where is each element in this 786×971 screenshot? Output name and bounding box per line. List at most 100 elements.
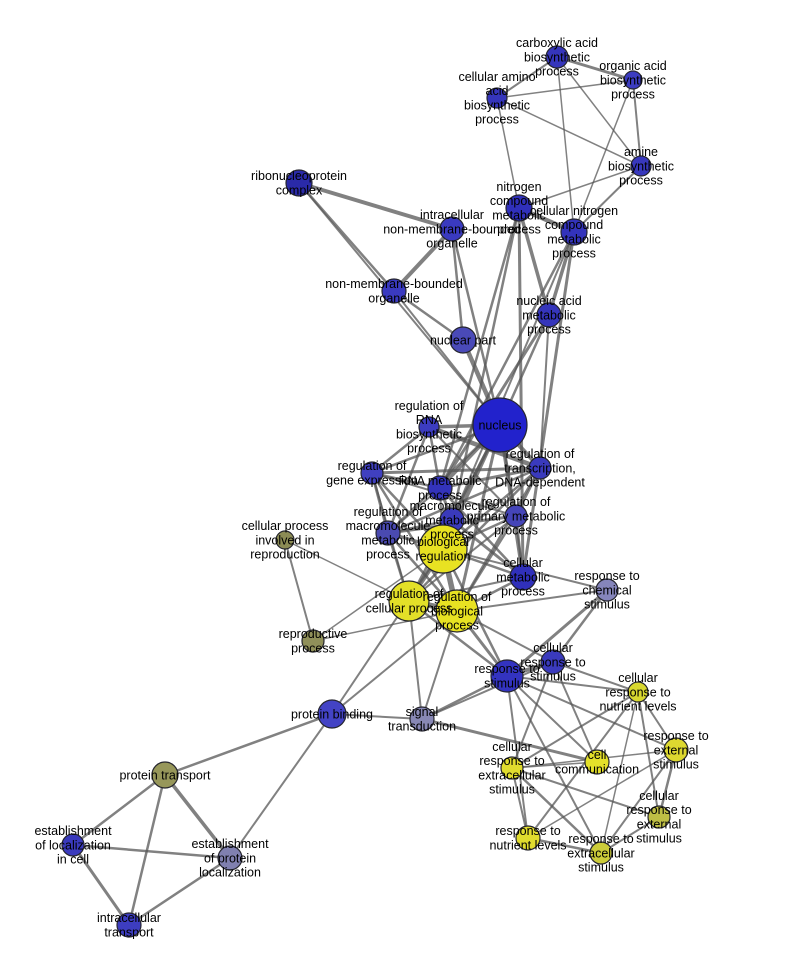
node-cellprocrep[interactable]: [275, 530, 295, 550]
graph-edge: [312, 548, 444, 642]
graph-edge: [496, 97, 642, 167]
graph-edge: [511, 661, 554, 769]
graph-edge: [127, 856, 232, 927]
graph-edge: [511, 767, 660, 818]
node-regprim[interactable]: [504, 504, 528, 528]
node-amine[interactable]: [630, 155, 652, 177]
node-respextra[interactable]: [589, 841, 613, 865]
graph-edge: [632, 79, 642, 167]
graph-edge: [312, 610, 458, 642]
graph-edge: [511, 761, 598, 769]
node-cellcomm[interactable]: [584, 749, 610, 775]
node-intraorg[interactable]: [439, 216, 465, 242]
graph-edge: [547, 230, 576, 317]
graph-edge: [331, 548, 444, 715]
node-sigtrans[interactable]: [409, 706, 435, 732]
node-intratrans[interactable]: [116, 912, 142, 938]
graph-edge: [297, 181, 454, 231]
node-carb[interactable]: [545, 45, 569, 69]
node-regcellproc[interactable]: [388, 580, 430, 622]
graph-edge: [555, 55, 635, 82]
node-nucleus[interactable]: [472, 397, 528, 453]
graph-edge: [284, 539, 410, 602]
node-reprod[interactable]: [301, 629, 325, 653]
graph-edge: [506, 675, 529, 839]
graph-edge: [539, 314, 550, 469]
graph-edge: [71, 843, 131, 927]
node-reggene[interactable]: [360, 461, 384, 485]
node-respext[interactable]: [663, 737, 689, 763]
node-estprotloc[interactable]: [217, 845, 243, 871]
graph-edge: [551, 588, 609, 664]
node-respnut[interactable]: [515, 825, 541, 851]
graph-edge: [451, 231, 575, 521]
graph-edge: [450, 227, 465, 342]
graph-edge: [450, 518, 525, 579]
graph-edge: [163, 773, 232, 860]
node-cellrespnut[interactable]: [627, 681, 649, 703]
graph-edge: [450, 227, 502, 427]
graph-edge: [438, 230, 576, 490]
graph-edge: [298, 182, 501, 426]
graph-edge: [511, 691, 639, 769]
node-estloc[interactable]: [61, 833, 85, 857]
node-respchem[interactable]: [595, 578, 619, 602]
node-rnamet[interactable]: [427, 475, 453, 501]
graph-edge: [420, 717, 599, 764]
node-cellmet[interactable]: [509, 563, 537, 591]
graph-edge: [506, 675, 598, 763]
graph-edge: [438, 466, 542, 490]
graph-edge: [527, 749, 677, 839]
node-cellrespext[interactable]: [647, 805, 671, 829]
node-regtxn[interactable]: [528, 456, 552, 480]
nodes-layer: [61, 45, 689, 938]
graph-edge: [556, 56, 642, 167]
graph-edge: [163, 712, 334, 777]
node-regmacro[interactable]: [375, 520, 401, 546]
node-bioreg[interactable]: [418, 524, 468, 574]
graph-edge: [573, 165, 642, 233]
node-nucacid[interactable]: [536, 302, 562, 328]
graph-edge: [331, 610, 458, 715]
graph-edge: [552, 661, 639, 693]
graph-edge: [518, 165, 642, 209]
graph-edge: [284, 539, 314, 642]
node-prottrans[interactable]: [151, 761, 179, 789]
node-ribo[interactable]: [285, 169, 313, 197]
node-cellamino[interactable]: [486, 87, 508, 109]
graph-edge: [71, 843, 232, 860]
graph-edge: [450, 206, 521, 522]
node-cellnitro[interactable]: [560, 218, 588, 246]
graph-edge: [421, 661, 554, 720]
graph-edge: [370, 425, 431, 475]
graph-edge: [456, 589, 608, 612]
graph-edge: [506, 675, 677, 751]
node-cellrespstim[interactable]: [540, 649, 566, 675]
graph-edge: [552, 661, 598, 763]
graph-edge: [506, 675, 639, 693]
graph-edge: [510, 766, 603, 855]
node-regbioproc[interactable]: [435, 589, 479, 633]
graph-edge: [370, 466, 542, 475]
graph-edge: [392, 227, 454, 293]
node-nitro[interactable]: [505, 194, 533, 222]
edges-layer: [71, 55, 678, 927]
node-protbind[interactable]: [317, 699, 347, 729]
node-regrna[interactable]: [418, 416, 440, 438]
graph-edge: [496, 97, 520, 209]
graph-edge: [637, 691, 660, 818]
graph-edge: [496, 79, 634, 99]
graph-edge: [521, 230, 576, 579]
node-orgacid[interactable]: [623, 70, 643, 90]
graph-edge: [517, 206, 551, 317]
node-cellrespextra[interactable]: [500, 756, 524, 780]
graph-edge: [331, 713, 423, 720]
node-respstim[interactable]: [490, 659, 524, 693]
node-nonmem[interactable]: [381, 278, 407, 304]
graph-edge: [600, 691, 639, 854]
graph-edge: [229, 713, 333, 859]
node-nucpart[interactable]: [449, 326, 477, 354]
